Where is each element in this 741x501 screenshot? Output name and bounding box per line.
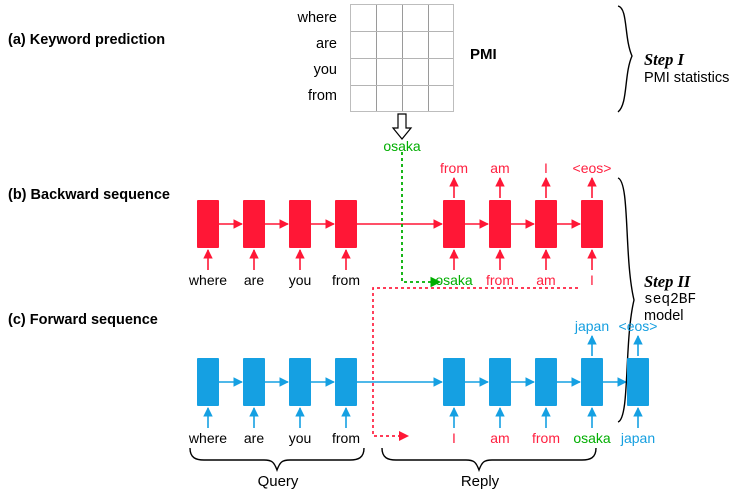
row-label-keyword-prediction: (a) Keyword prediction bbox=[8, 32, 166, 48]
step1-brace bbox=[617, 5, 633, 113]
forward-input-are: are bbox=[243, 430, 265, 446]
backward-cell-2[interactable] bbox=[243, 200, 265, 248]
forward-output-japan: japan bbox=[574, 318, 610, 334]
backward-reply-input-osaka: osaka bbox=[435, 272, 473, 288]
backward-reply-input-i: I bbox=[590, 272, 594, 288]
row-label-forward-sequence: (c) Forward sequence bbox=[8, 312, 158, 328]
forward-output-arrows bbox=[587, 335, 643, 356]
pmi-row-label-where: where bbox=[297, 10, 338, 26]
pmi-row-label-you: you bbox=[313, 62, 337, 78]
backward-cell-7[interactable] bbox=[535, 200, 557, 248]
forward-cell-4[interactable] bbox=[335, 358, 357, 406]
backward-cell-1[interactable] bbox=[197, 200, 219, 248]
forward-reply-input-from: from bbox=[532, 430, 560, 446]
backward-input-arrows bbox=[203, 249, 597, 270]
step1-block: Step I PMI statistics bbox=[644, 50, 729, 86]
forward-reply-input-japan: japan bbox=[620, 430, 656, 446]
forward-cell-7[interactable] bbox=[535, 358, 557, 406]
step2-subtitle-mono: seq2BF bbox=[644, 292, 697, 308]
backward-cell-4[interactable] bbox=[335, 200, 357, 248]
forward-input-from: from bbox=[332, 430, 360, 446]
backward-cell-5[interactable] bbox=[443, 200, 465, 248]
pmi-grid-line-h3 bbox=[351, 85, 453, 86]
backward-output-4: <eos> bbox=[572, 160, 612, 176]
step2-subtitle-plain: model bbox=[644, 308, 684, 324]
brace-label-query: Query bbox=[257, 473, 299, 490]
forward-reply-input-am: am bbox=[490, 430, 510, 446]
reply-brace bbox=[381, 447, 597, 472]
pmi-matrix-grid[interactable] bbox=[350, 4, 454, 112]
forward-reply-input-osaka: osaka bbox=[573, 430, 611, 446]
forward-cell-9[interactable] bbox=[627, 358, 649, 406]
forward-reply-input-i: I bbox=[452, 430, 456, 446]
query-brace bbox=[189, 447, 365, 472]
step1-title: Step I bbox=[644, 50, 684, 69]
forward-output-eos: <eos> bbox=[618, 318, 658, 334]
pmi-output-word-osaka: osaka bbox=[383, 138, 421, 154]
backward-output-3: I bbox=[544, 160, 548, 176]
forward-input-where: where bbox=[188, 430, 228, 446]
backward-reply-input-am: am bbox=[536, 272, 556, 288]
step1-subtitle: PMI statistics bbox=[644, 70, 730, 86]
backward-input-from: from bbox=[332, 272, 360, 288]
backward-cell-8[interactable] bbox=[581, 200, 603, 248]
backward-reply-input-from: from bbox=[486, 272, 514, 288]
forward-cell-2[interactable] bbox=[243, 358, 265, 406]
forward-cell-3[interactable] bbox=[289, 358, 311, 406]
backward-cell-3[interactable] bbox=[289, 200, 311, 248]
forward-input-you: you bbox=[288, 430, 312, 446]
pmi-grid-line-h1 bbox=[351, 31, 453, 32]
step2-block: Step II seq2BF model bbox=[644, 272, 696, 324]
pmi-label: PMI bbox=[470, 46, 497, 63]
backward-output-2: am bbox=[490, 160, 510, 176]
backward-input-where: where bbox=[188, 272, 228, 288]
backward-output-arrows bbox=[449, 177, 597, 198]
step2-title: Step II bbox=[644, 272, 691, 291]
backward-input-you: you bbox=[288, 272, 312, 288]
pmi-grid-line-h2 bbox=[351, 58, 453, 59]
brace-label-reply: Reply bbox=[460, 473, 500, 490]
forward-input-arrows bbox=[203, 407, 643, 428]
row-label-backward-sequence: (b) Backward sequence bbox=[8, 187, 170, 203]
forward-cell-8[interactable] bbox=[581, 358, 603, 406]
backward-input-are: are bbox=[243, 272, 265, 288]
forward-cell-6[interactable] bbox=[489, 358, 511, 406]
backward-output-1: from bbox=[440, 160, 468, 176]
pmi-row-label-are: are bbox=[316, 36, 337, 52]
forward-cell-5[interactable] bbox=[443, 358, 465, 406]
pmi-row-label-from: from bbox=[308, 88, 337, 104]
forward-cell-1[interactable] bbox=[197, 358, 219, 406]
pmi-output-hollow-arrow bbox=[391, 113, 413, 140]
backward-cell-6[interactable] bbox=[489, 200, 511, 248]
